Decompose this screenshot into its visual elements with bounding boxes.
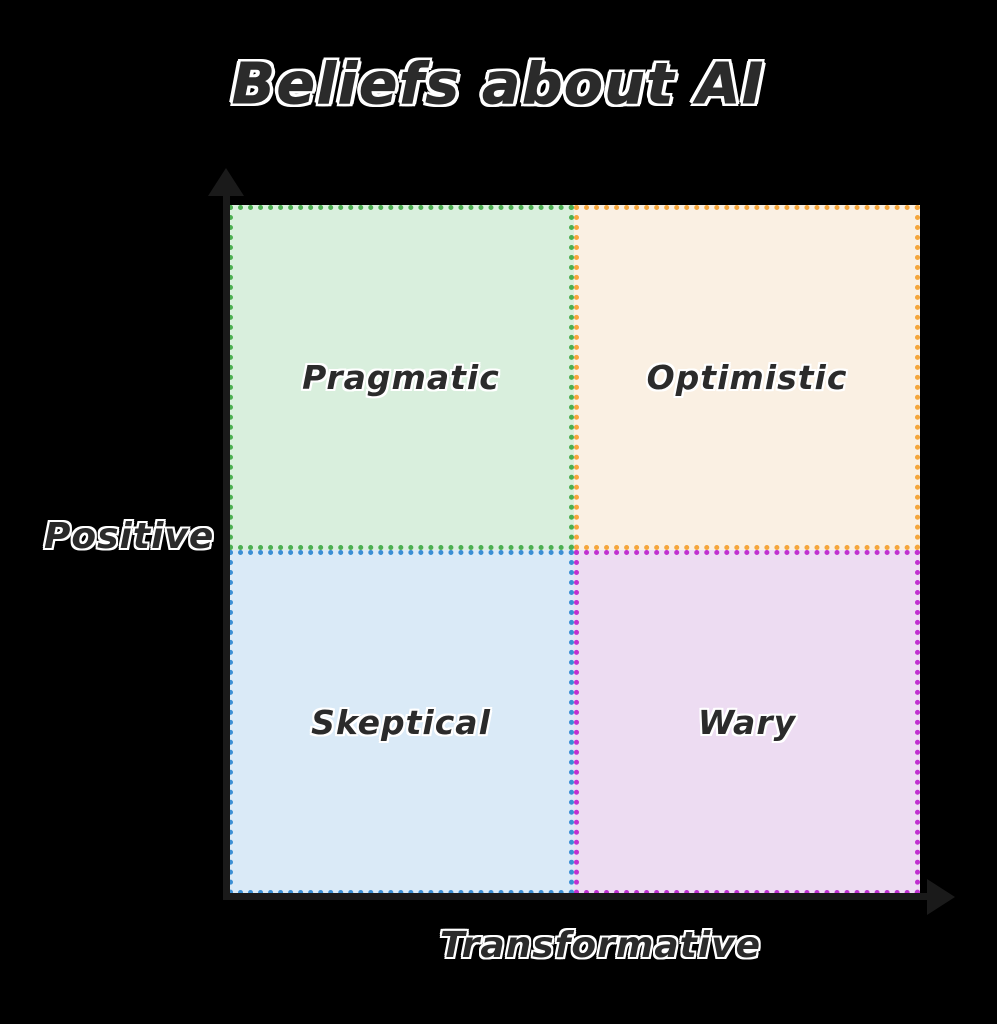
page-title: Beliefs about AI: [232, 52, 765, 118]
arrow-right-icon: [927, 879, 955, 915]
y-axis-line: [223, 188, 230, 900]
quadrant-label-wary: Wary: [697, 703, 797, 742]
quadrant-skeptical[interactable]: Skeptical: [228, 550, 574, 895]
quadrant-plot-area: Pragmatic Optimistic Skeptical Wary: [228, 205, 920, 895]
quadrant-label-pragmatic: Pragmatic: [302, 358, 500, 397]
quadrant-label-skeptical: Skeptical: [311, 703, 491, 742]
quadrant-wary[interactable]: Wary: [574, 550, 920, 895]
quadrant-label-optimistic: Optimistic: [646, 358, 848, 397]
arrow-up-icon: [208, 168, 244, 196]
y-axis-label: Positive: [44, 516, 215, 557]
quadrant-optimistic[interactable]: Optimistic: [574, 205, 920, 550]
quadrant-pragmatic[interactable]: Pragmatic: [228, 205, 574, 550]
x-axis-label: Transformative: [440, 925, 762, 966]
x-axis-line: [223, 893, 935, 900]
